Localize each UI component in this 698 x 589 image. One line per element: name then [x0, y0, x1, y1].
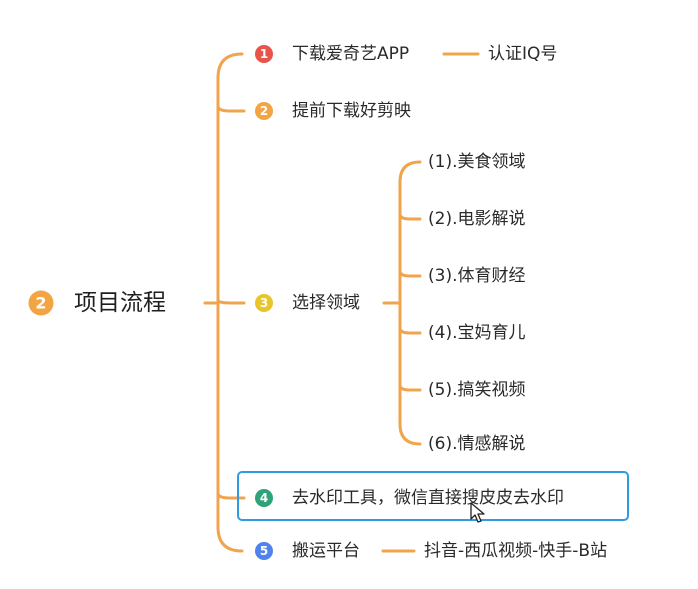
domain-item-1[interactable]: (1).美食领域 [428, 152, 526, 172]
domain-item-6[interactable]: (6).情感解说 [428, 434, 526, 454]
branch-step-3 [216, 298, 246, 305]
domain-item-3[interactable]: (3).体育财经 [428, 266, 526, 286]
selected-node-highlight[interactable] [237, 471, 629, 521]
step-2-badge: 2 [255, 102, 273, 120]
domain-item-5[interactable]: (5).搞笑视频 [428, 380, 526, 400]
step-3-node[interactable]: 选择领域 [292, 293, 360, 313]
branch-step-2 [216, 104, 246, 113]
domain-item-2[interactable]: (2).电影解说 [428, 209, 526, 229]
sub-trunk [398, 160, 422, 446]
step-3-badge: 3 [255, 294, 273, 312]
sub-branch-2 [398, 212, 422, 221]
domain-item-4[interactable]: (4).宝妈育儿 [428, 323, 526, 343]
sub-branch-3 [398, 269, 422, 278]
step-1-badge: 1 [255, 45, 273, 63]
step-5-child-node[interactable]: 抖音-西瓜视频-快手-B站 [424, 541, 608, 561]
sub-branch-5 [398, 383, 422, 392]
step-1-child-node[interactable]: 认证IQ号 [488, 44, 558, 64]
step-2-node[interactable]: 提前下载好剪映 [292, 101, 411, 121]
step-1-node[interactable]: 下载爱奇艺APP [292, 44, 410, 64]
sub-branch-4 [398, 326, 422, 335]
root-node-label[interactable]: 项目流程 [74, 290, 166, 316]
step-5-badge: 5 [255, 542, 273, 560]
step-5-node[interactable]: 搬运平台 [292, 541, 360, 561]
step-4-badge: 4 [255, 489, 273, 507]
step-4-node[interactable]: 去水印工具，微信直接搜皮皮去水印 [292, 488, 564, 508]
root-number-badge: 2 [28, 290, 54, 316]
branch-step-4 [216, 491, 246, 500]
mouse-pointer-icon [470, 502, 485, 523]
